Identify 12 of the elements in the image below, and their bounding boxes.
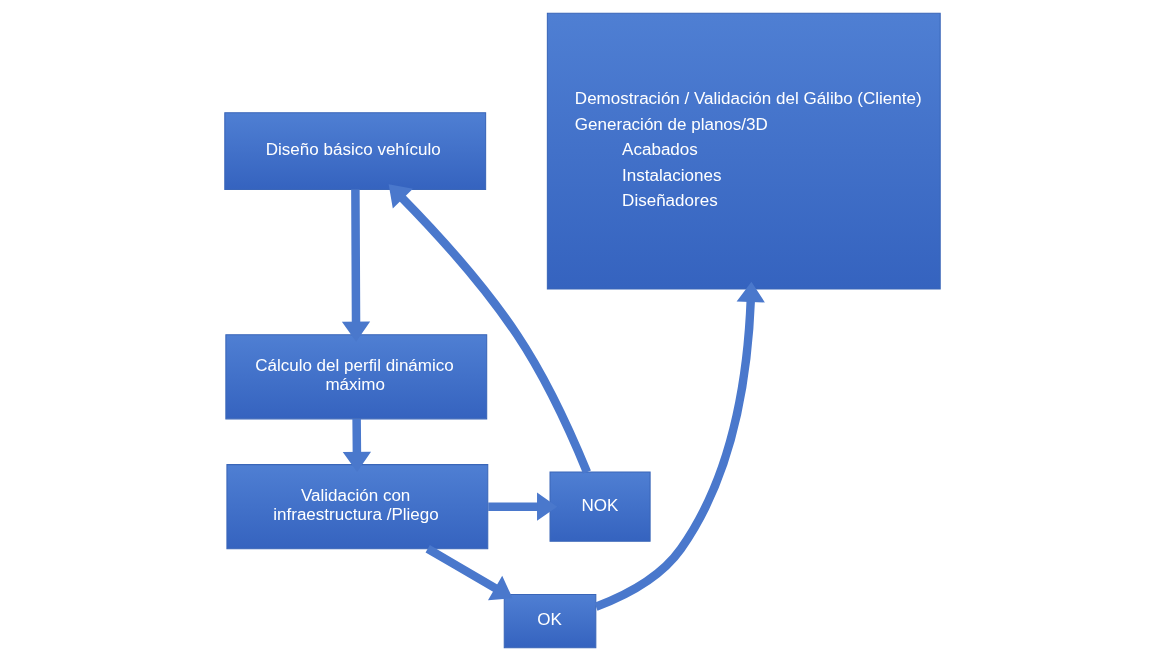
node-box: Demostración / Validación del Gálibo (Cliente) Generación de planos/3D Acabados Instalaciones Diseñadores	[546, 12, 941, 289]
node-box: OK	[503, 593, 597, 648]
arrow	[594, 281, 765, 611]
arrow	[342, 418, 372, 472]
node-box: Cálculo del perfil dinámico máximo	[225, 333, 488, 419]
arrow	[425, 544, 513, 600]
node-box: Diseño básico vehículo	[224, 111, 487, 190]
arrow	[488, 492, 558, 521]
arrow	[388, 183, 591, 474]
node-box: NOK	[549, 471, 651, 542]
arrow	[341, 189, 371, 342]
node-box: Validación con infraestructura /Pliego	[226, 463, 489, 549]
